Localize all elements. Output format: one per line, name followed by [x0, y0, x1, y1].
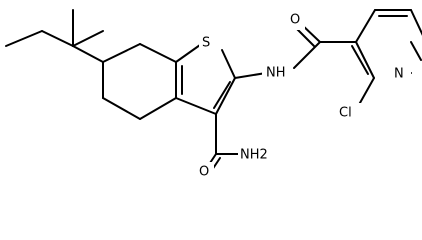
bond — [355, 9, 376, 43]
bond — [295, 27, 315, 47]
atom-label-carbonyl-oxygen-1: O — [290, 13, 300, 28]
bond — [139, 97, 177, 120]
bond — [355, 41, 375, 79]
bond — [102, 43, 141, 63]
bond — [213, 81, 231, 109]
bond — [410, 41, 422, 61]
bond — [41, 30, 74, 47]
bond — [234, 72, 267, 79]
bond — [410, 9, 422, 36]
structure-canvas: S NH O N Cl O NH2 — [5, 9, 422, 182]
bond — [175, 97, 217, 115]
bond — [139, 43, 177, 63]
bond — [5, 30, 43, 47]
bond — [72, 45, 104, 63]
atom-label-chlorine: Cl — [339, 106, 352, 121]
bond — [72, 30, 104, 47]
atom-label-carbonyl-oxygen-2: O — [199, 165, 209, 180]
atom-label-sulfur: S — [202, 36, 210, 51]
bond — [215, 77, 236, 115]
chemical-structure-diagram: S NH O N Cl O NH2 — [5, 9, 422, 182]
atom-label-pyridine-nitrogen: N — [394, 67, 404, 82]
bond — [351, 45, 369, 75]
atom-label-amide-nh: NH — [266, 66, 286, 81]
atom-label-layer: S NH O N Cl O NH2 — [196, 10, 411, 182]
bond — [221, 49, 236, 79]
bond — [102, 97, 141, 120]
bond — [293, 41, 321, 69]
atom-label-amine-nh2: NH2 — [240, 148, 268, 163]
bond — [175, 44, 201, 63]
